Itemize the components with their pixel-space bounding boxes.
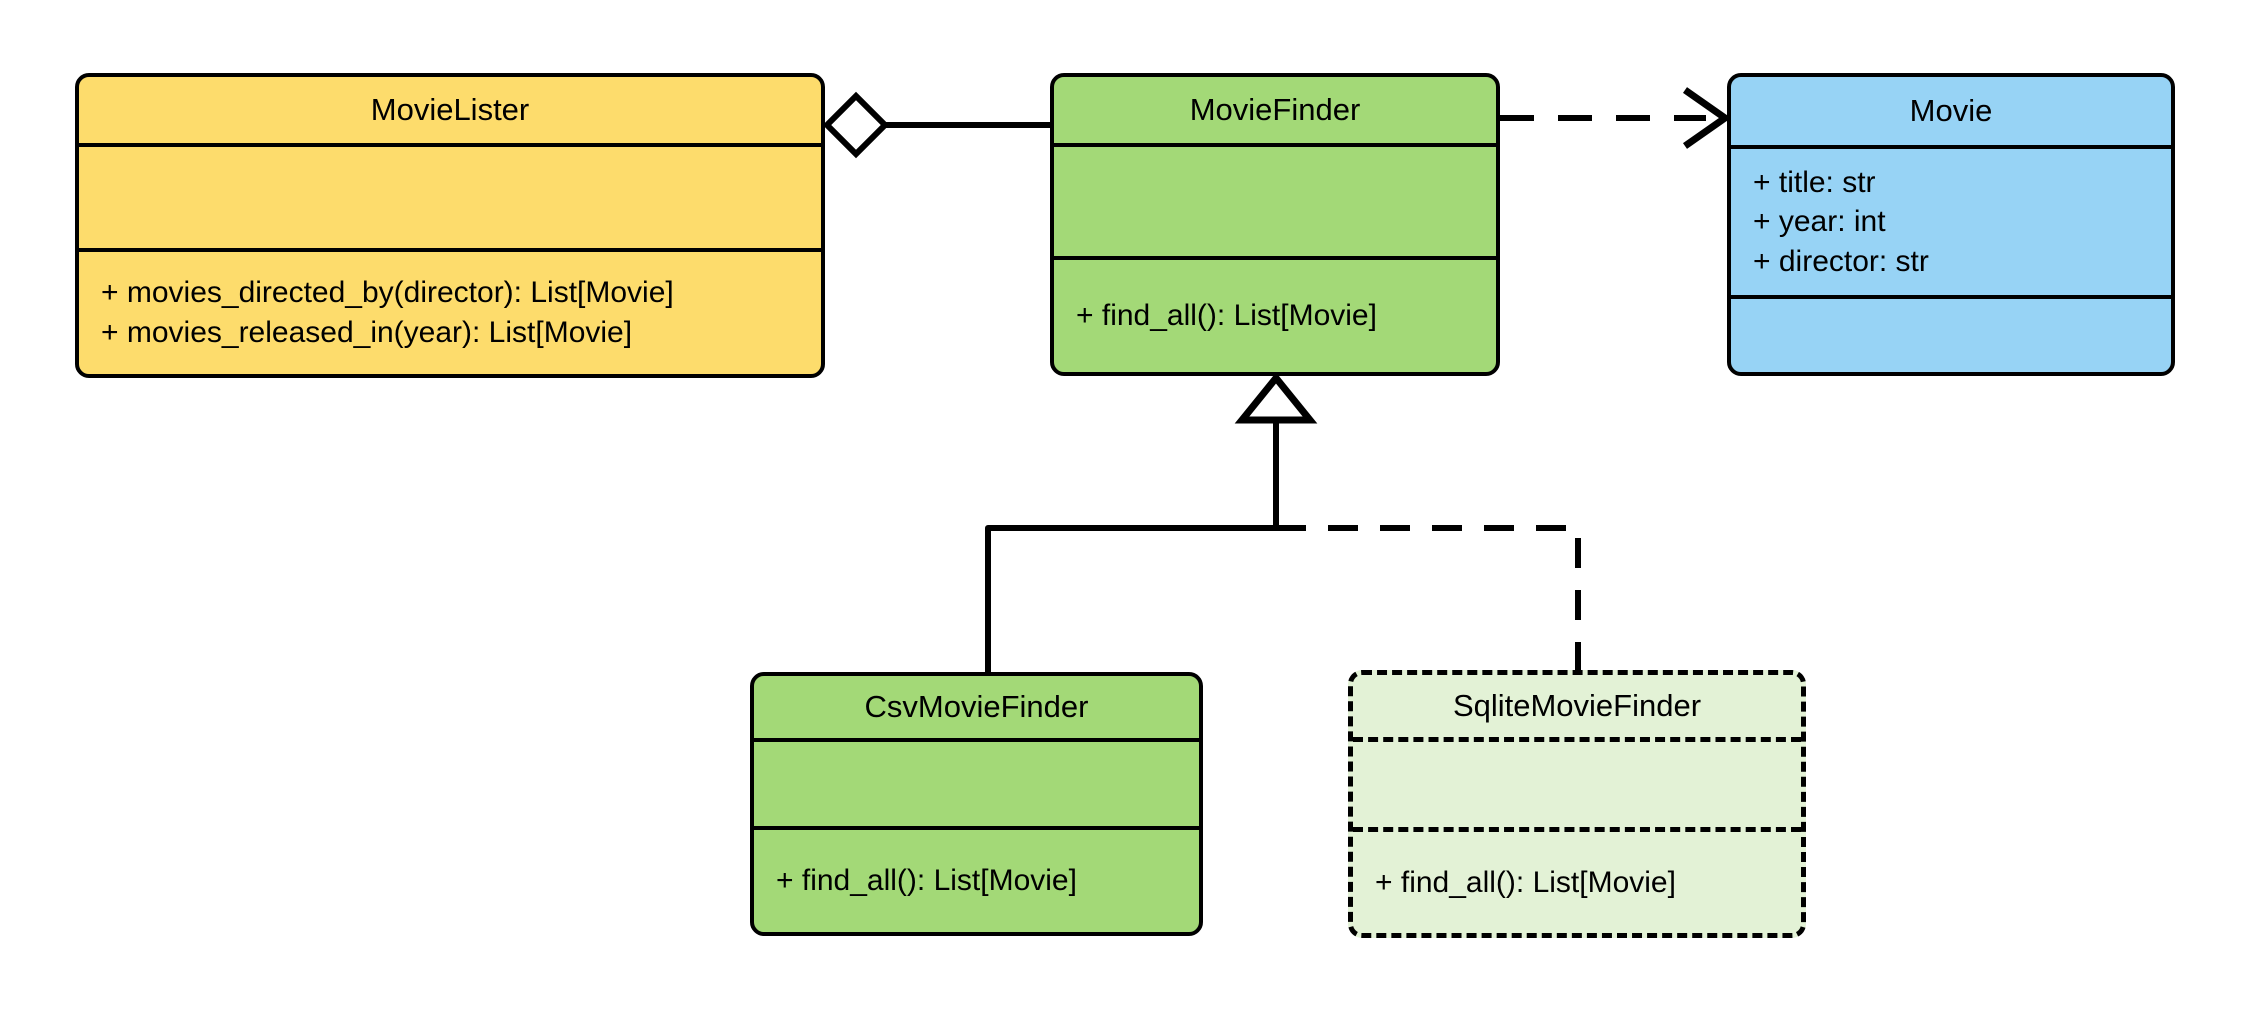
generalization-csv-line: [985, 525, 1276, 672]
methods-compartment: + find_all(): List[Movie]: [1054, 256, 1496, 372]
attribute-item: + year: int: [1753, 205, 1886, 239]
aggregation-lister-finder-connector: [822, 91, 1050, 159]
method-item: + movies_released_in(year): List[Movie]: [101, 316, 633, 349]
class-name-label: SqliteMovieFinder: [1452, 687, 1702, 723]
generalization-sqlite-line: [1276, 525, 1581, 670]
class-name-compartment: MovieFinder: [1054, 77, 1496, 143]
method-item: + find_all(): List[Movie]: [1076, 299, 1377, 333]
class-name-compartment: CsvMovieFinder: [754, 676, 1199, 738]
class-name-compartment: Movie: [1731, 77, 2171, 145]
hollow-triangle-icon: [1234, 372, 1318, 424]
class-name-label: Movie: [1909, 92, 1993, 128]
class-box-movie[interactable]: Movie + title: str + year: int + directo…: [1727, 73, 2175, 376]
attributes-compartment: [79, 143, 821, 248]
methods-compartment: + find_all(): List[Movie]: [754, 826, 1199, 932]
methods-compartment: + find_all(): List[Movie]: [1353, 827, 1801, 933]
class-name-label: CsvMovieFinder: [864, 688, 1089, 724]
class-name-compartment: SqliteMovieFinder: [1353, 675, 1801, 737]
method-item: + find_all(): List[Movie]: [776, 864, 1077, 898]
attribute-item: + title: str: [1753, 165, 1876, 199]
class-name-label: MovieLister: [370, 91, 530, 127]
generalization-csv-finder-connector: [985, 525, 1276, 672]
attributes-compartment: [1353, 737, 1801, 827]
attributes-compartment: [1054, 143, 1496, 256]
methods-compartment: [1731, 295, 2171, 372]
attributes-compartment: [754, 738, 1199, 826]
open-arrow-icon: [1682, 87, 1732, 149]
class-box-csv-movie-finder[interactable]: CsvMovieFinder + find_all(): List[Movie]: [750, 672, 1203, 936]
generalization-sqlite-finder-connector: [1276, 525, 1581, 670]
class-name-label: MovieFinder: [1189, 91, 1361, 127]
attribute-item: + director: str: [1753, 244, 1929, 278]
hollow-diamond-icon: [822, 91, 890, 159]
method-item: + movies_directed_by(director): List[Mov…: [101, 276, 674, 310]
methods-compartment: + movies_directed_by(director): List[Mov…: [79, 248, 821, 374]
dependency-finder-movie-connector: [1500, 87, 1732, 149]
attributes-compartment: + title: str + year: int + director: str: [1731, 145, 2171, 295]
class-box-movie-finder[interactable]: MovieFinder + find_all(): List[Movie]: [1050, 73, 1500, 376]
class-name-compartment: MovieLister: [79, 77, 821, 143]
method-item: + find_all(): List[Movie]: [1375, 865, 1676, 899]
class-box-sqlite-movie-finder[interactable]: SqliteMovieFinder + find_all(): List[Mov…: [1348, 670, 1806, 938]
class-box-movie-lister[interactable]: MovieLister + movies_directed_by(directo…: [75, 73, 825, 378]
generalization-trunk: [1234, 372, 1318, 528]
